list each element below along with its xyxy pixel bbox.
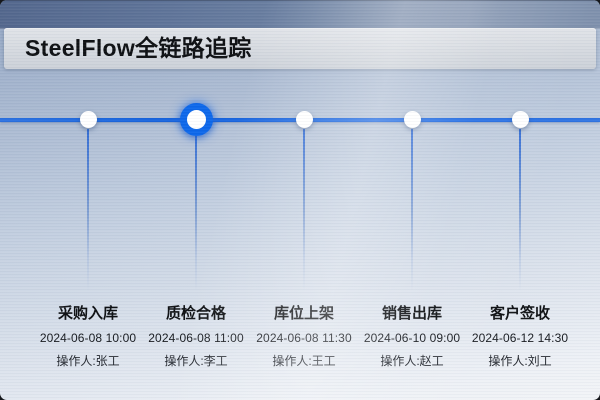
stage-name: 采购入库 [57, 305, 118, 322]
stage-label-group: 采购入库 2024-06-08 10:00 操作人:张工 [13, 302, 163, 369]
stage-label-group: 客户签收 2024-06-12 14:30 操作人:刘工 [445, 302, 595, 369]
stage-datetime: 2024-06-08 11:00 [148, 331, 244, 345]
stage-operator: 操作人:赵工 [380, 354, 444, 368]
timeline-node[interactable] [295, 111, 313, 128]
timeline-connector [195, 129, 197, 291]
stage-datetime: 2024-06-08 10:00 [39, 331, 137, 345]
stage-datetime: 2024-06-12 14:30 [471, 331, 569, 345]
stage-datetime: 2024-06-10 09:00 [363, 331, 461, 345]
stage-label-group: 库位上架 2024-06-08 11:30 操作人:王工 [229, 302, 379, 369]
stage-operator: 操作人:李工 [164, 354, 228, 368]
timeline-node[interactable] [511, 111, 529, 128]
timeline-stage-sales-outbound: 销售出库 2024-06-10 09:00 操作人:赵工 [337, 0, 487, 400]
stage-name: 客户签收 [489, 305, 550, 322]
timeline-node[interactable] [79, 111, 97, 128]
stage-operator: 操作人:王工 [272, 354, 336, 368]
timeline-stage-customer-signed: 客户签收 2024-06-12 14:30 操作人:刘工 [445, 0, 595, 400]
stage-label-group: 销售出库 2024-06-10 09:00 操作人:赵工 [337, 302, 487, 369]
timeline-connector [303, 129, 305, 291]
stage-datetime: 2024-06-08 11:30 [256, 331, 352, 345]
stage-name: 库位上架 [273, 305, 334, 322]
stage-name: 销售出库 [381, 305, 442, 322]
stage-name: 质检合格 [165, 305, 226, 322]
timeline-stage-quality-passed: 质检合格 2024-06-08 11:00 操作人:李工 [121, 0, 271, 400]
timeline-stage-shelved: 库位上架 2024-06-08 11:30 操作人:王工 [229, 0, 379, 400]
stage-operator: 操作人:刘工 [488, 354, 552, 368]
header: SteelFlow全链路追踪 [4, 28, 596, 69]
timeline-connector [519, 129, 521, 291]
timeline-connector [87, 129, 89, 291]
timeline-stage-purchase-inbound: 采购入库 2024-06-08 10:00 操作人:张工 [13, 0, 163, 400]
stage-label-group: 质检合格 2024-06-08 11:00 操作人:李工 [121, 302, 271, 369]
timeline-node[interactable] [403, 111, 421, 128]
top-metal-strip [0, 0, 600, 29]
timeline-node-active[interactable] [179, 103, 213, 136]
page-title: SteelFlow全链路追踪 [25, 35, 252, 61]
timeline-connector [411, 129, 413, 291]
stage-operator: 操作人:张工 [56, 354, 120, 368]
